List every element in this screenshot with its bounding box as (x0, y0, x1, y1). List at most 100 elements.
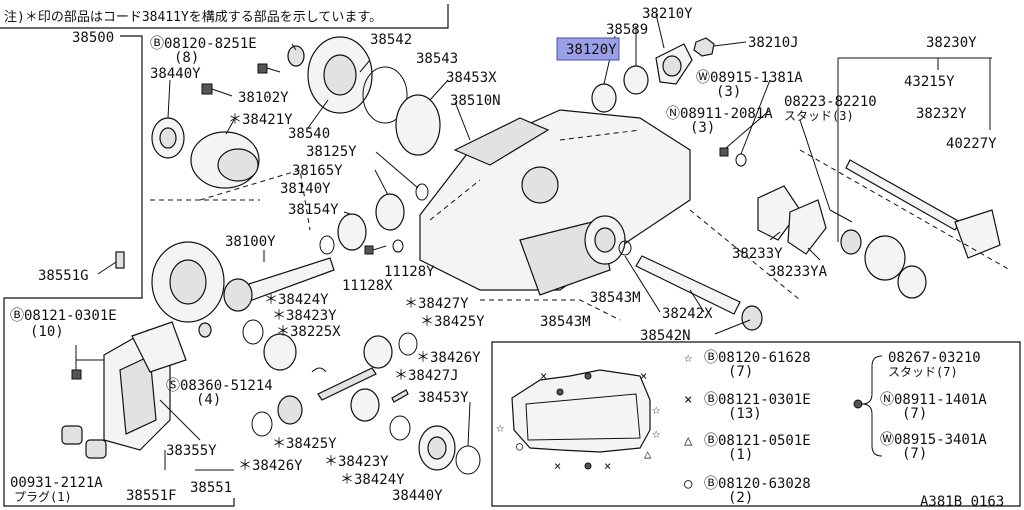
gear-38423Y-b (350, 388, 380, 422)
label-38453X: 38453X (446, 70, 497, 86)
label-38551F: 38551F (126, 488, 177, 504)
bolt-38102Y (201, 83, 233, 97)
legend-tri-qty: (1) (728, 447, 753, 463)
legend-circ-qty: (2) (728, 490, 753, 506)
legend-star-sym: ☆ (684, 350, 693, 366)
label-38125Y: 38125Y (306, 144, 357, 160)
label-08911-2081A-qty: (3) (690, 120, 715, 136)
inset-x-1: × (540, 369, 547, 383)
legend-star-qty: (7) (728, 364, 753, 380)
label-38427J: ＊38427J (394, 368, 459, 384)
label-08911-2081A: Ⓝ08911-2081A (666, 106, 773, 122)
label-38210Y: 38210Y (642, 6, 693, 22)
label-38427Y: ＊38427Y (404, 296, 469, 312)
pinion-gear-38423Y (363, 335, 393, 369)
label-08223-82210: 08223-82210 (784, 94, 877, 110)
inset-star-3: ☆ (652, 426, 661, 442)
ring-gear-38100Y (151, 241, 225, 323)
washer-38154Y (319, 235, 335, 255)
label-38120Y: 38120Y (566, 42, 617, 58)
label-38165Y: 38165Y (292, 163, 343, 179)
label-08360-51214: Ⓢ08360-51214 (166, 378, 273, 394)
cover-38540 (307, 36, 373, 114)
label-38233Y: 38233Y (732, 246, 783, 262)
legend-dot-c-code: Ⓦ08915-3401A (880, 432, 987, 448)
breather-38551G (115, 251, 125, 269)
stud-08223-82210 (829, 209, 853, 223)
pinion-38100Y (223, 257, 335, 312)
o-ring-38543M (618, 240, 632, 256)
tube-38242X (635, 255, 741, 315)
rear-cover-38355Y (103, 321, 187, 451)
label-38551G: 38551G (38, 268, 89, 284)
label-38232Y: 38232Y (916, 106, 967, 122)
axle-shaft-40227Y (845, 159, 1001, 259)
label-38210J: 38210J (748, 35, 799, 51)
label-38540: 38540 (288, 126, 330, 142)
oil-seal-38120Y (591, 83, 617, 113)
legend-dot-a-sub: スタッド(7) (888, 365, 958, 379)
legend-x-code: Ⓑ08121-0301E (704, 392, 811, 408)
label-08121-0301E: Ⓑ08121-0301E (10, 308, 117, 324)
label-38424Y-b: ＊38424Y (340, 472, 405, 488)
label-38543M-b: 38543M (540, 314, 591, 330)
clip-38225X (311, 367, 327, 373)
bearing-38440Y-top (151, 117, 185, 159)
leader-lines (76, 13, 992, 471)
label-08360-51214-qty: (4) (196, 392, 221, 408)
label-38440Y-top: 38440Y (150, 66, 201, 82)
pin-38427J (391, 389, 409, 403)
legend-tri-sym: △ (684, 433, 693, 449)
legend-dot-a-code: 08267-03210 (888, 350, 981, 366)
inset-circ: ○ (516, 439, 523, 453)
label-40227Y: 40227Y (946, 136, 997, 152)
label-43215Y: 43215Y (904, 74, 955, 90)
label-00931-2121A: 00931-2121A (10, 475, 103, 491)
legend-dot-c-qty: (7) (902, 446, 927, 462)
bearing-38589 (623, 65, 649, 95)
inset-dot-3 (556, 388, 564, 396)
plug-00931-2121A (61, 425, 83, 445)
label-38500: 38500 (72, 30, 114, 46)
label-38425Y-a: ＊38425Y (420, 314, 485, 330)
label-38424Y-a: ＊38424Y (264, 292, 329, 308)
seal-38232Y (864, 235, 906, 281)
note-box (0, 4, 449, 29)
label-11128Y: 11128Y (384, 264, 435, 280)
label-38423Y-b: ＊38423Y (324, 454, 389, 470)
flange-38210Y (655, 43, 693, 85)
legend-x-qty: (13) (728, 406, 762, 422)
label-38426Y-b: ＊38426Y (238, 458, 303, 474)
inset-dot-2 (584, 462, 592, 470)
label-38425Y-b: ＊38425Y (272, 436, 337, 452)
legend-tri-code: Ⓑ08121-0501E (704, 433, 811, 449)
legend-frame (491, 341, 1021, 507)
label-38510N: 38510N (450, 93, 501, 109)
seal-38542N (741, 305, 763, 331)
plate-38453Y (455, 445, 481, 475)
legend-inset: ☆ ☆ ☆ × × × × △ ○ ☆ Ⓑ08120-61628 (7) × Ⓑ… (496, 350, 987, 506)
washer-38425Y-b (277, 395, 303, 425)
bolt-08120-8251E (257, 63, 281, 74)
label-38551: 38551 (190, 480, 232, 496)
bearing-38440Y-b (418, 425, 456, 471)
washer-11128Y (392, 239, 404, 253)
washer-38426Y-a (398, 332, 418, 356)
label-38542N: 38542N (640, 328, 691, 344)
label-08915-1381A-qty: (3) (716, 84, 741, 100)
nut-38210J (693, 37, 715, 57)
plate-38453X (395, 94, 441, 156)
nut-08911-2081A (719, 147, 729, 157)
label-38453Y: 38453Y (418, 390, 469, 406)
label-38421Y: ＊38421Y (228, 112, 293, 128)
washer-38426Y-b (251, 411, 273, 437)
collar-38140Y (375, 193, 405, 231)
washer-38125Y (415, 183, 429, 201)
label-38242X: 38242X (662, 306, 713, 322)
inset-star-1: ☆ (496, 420, 505, 436)
inset-x-2: × (640, 369, 647, 383)
legend-dot-b-qty: (7) (902, 406, 927, 422)
legend-circ-code: Ⓑ08120-63028 (704, 476, 811, 492)
part-labels: 38500 Ⓑ08120-8251E (8) 38542 38543 38589… (10, 6, 997, 504)
washer-38425Y-a (242, 319, 264, 345)
